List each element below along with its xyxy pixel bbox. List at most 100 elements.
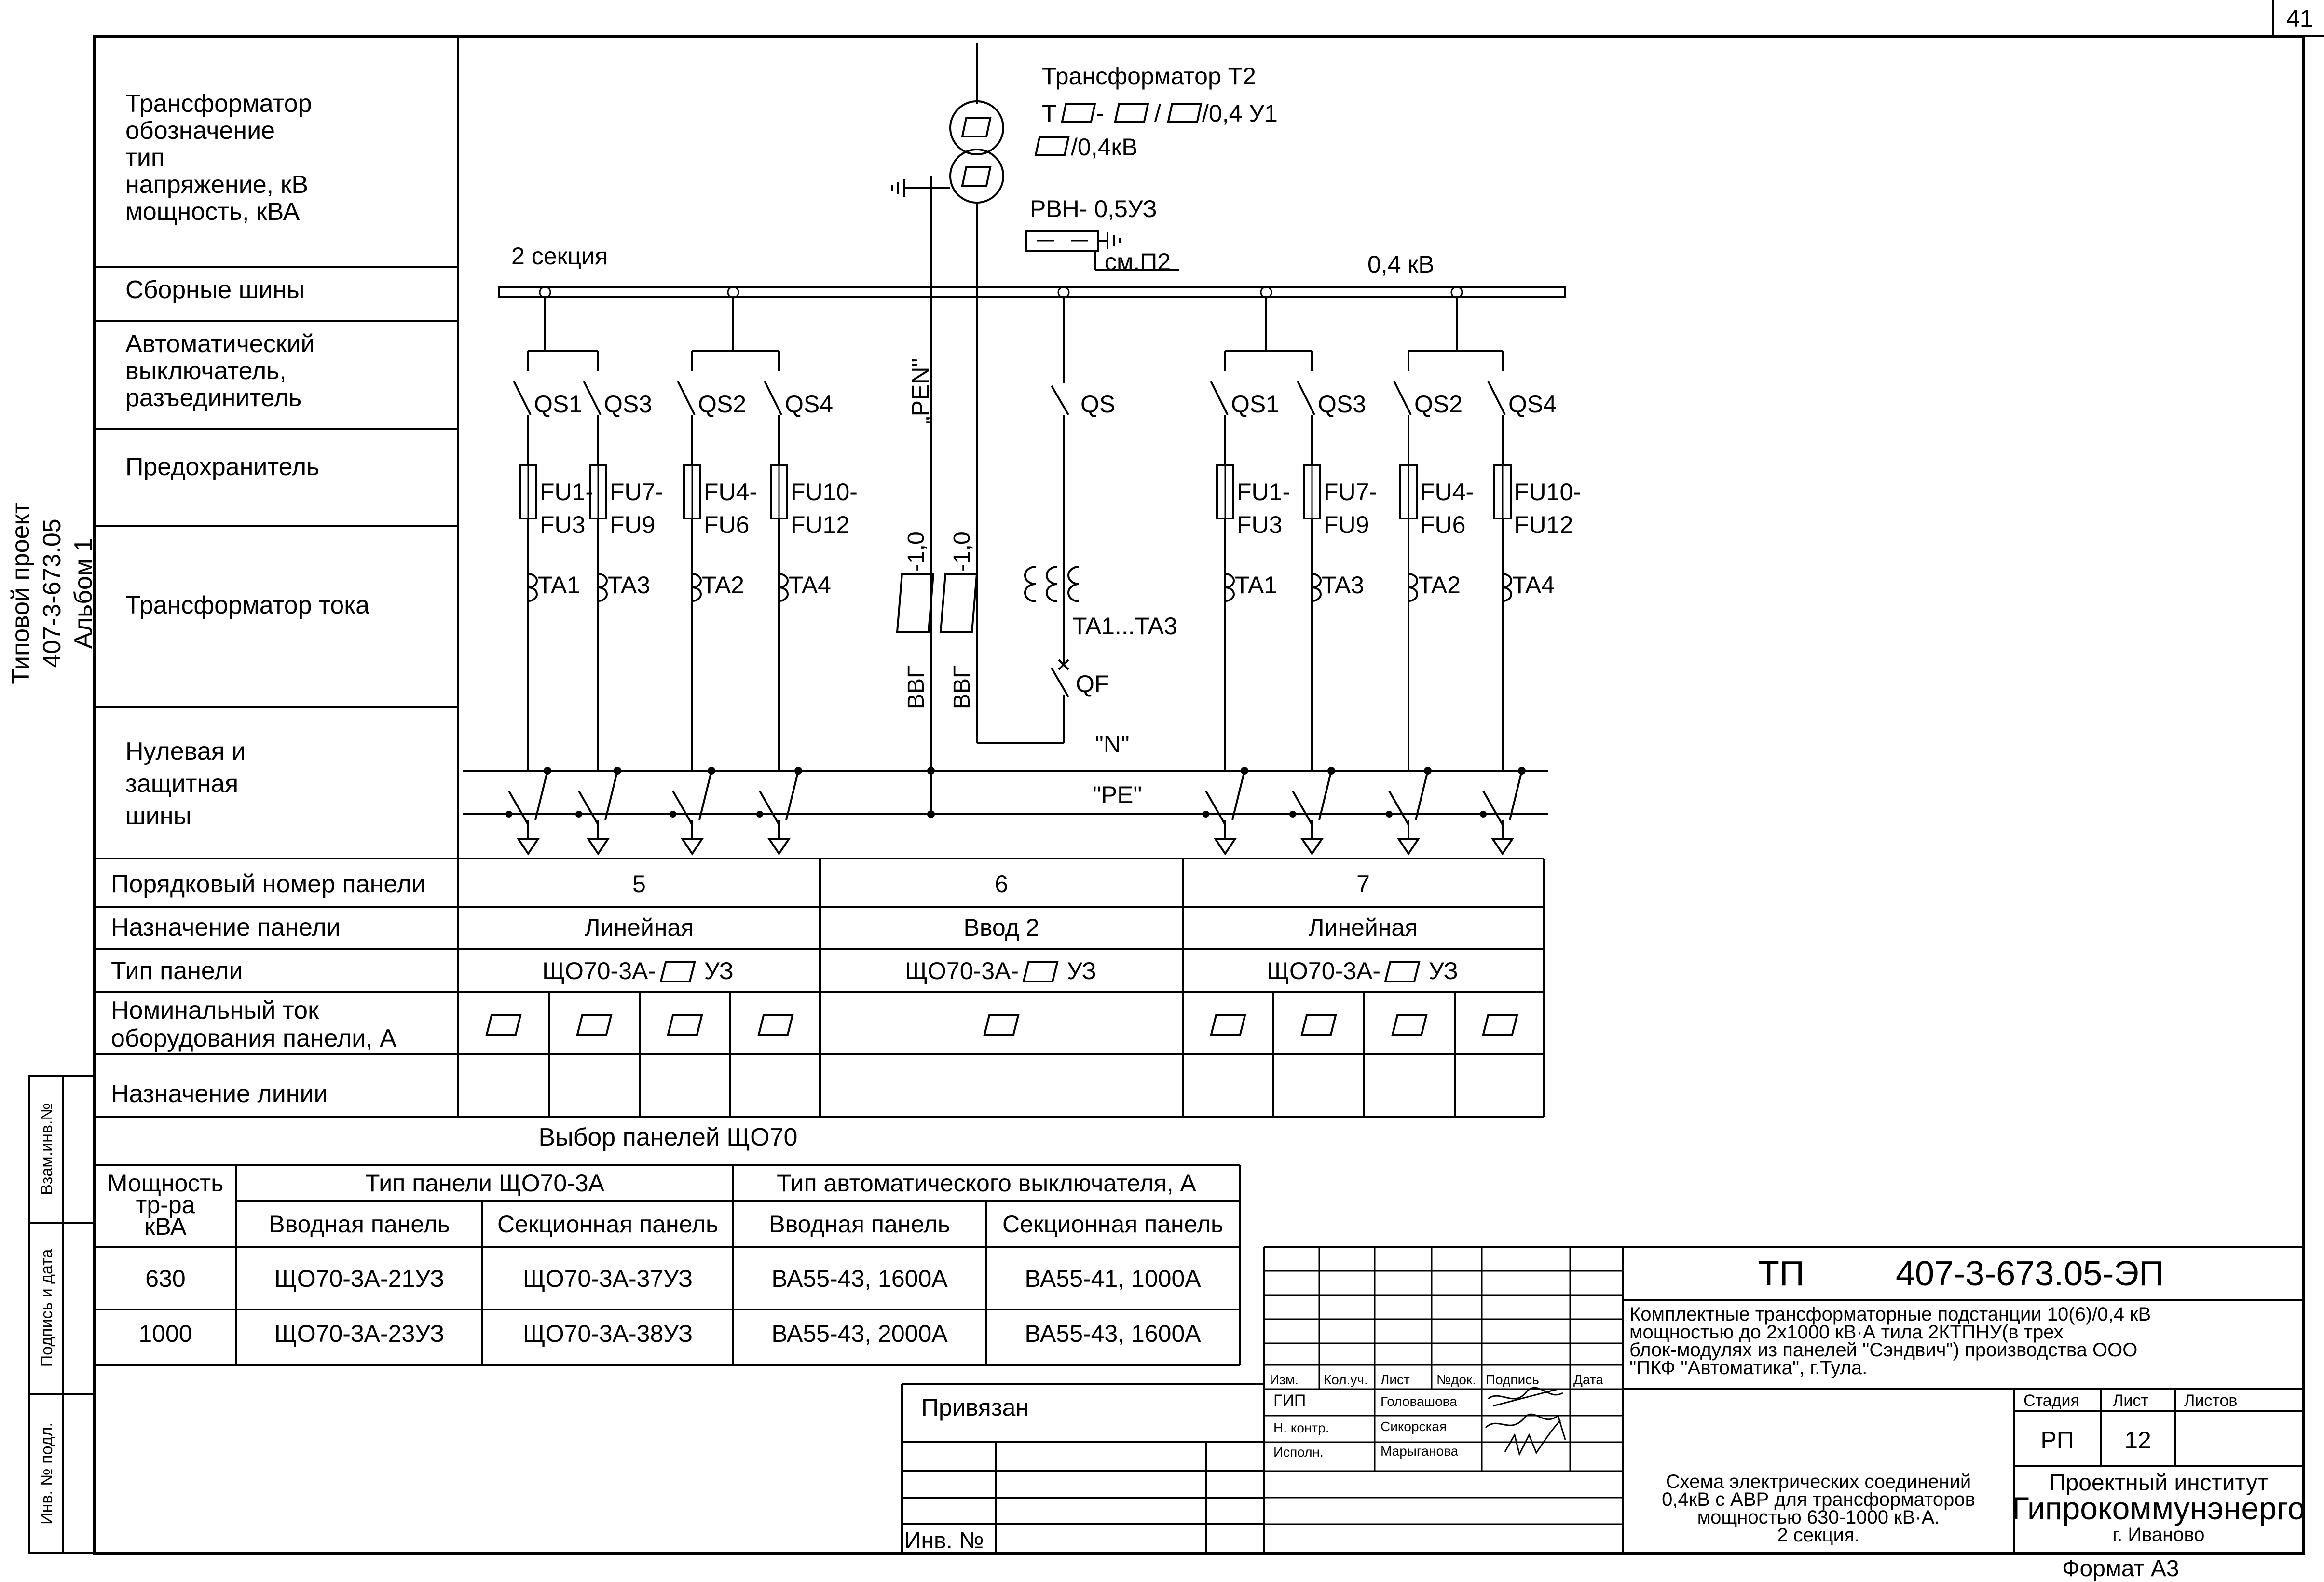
label-rated-current-2: оборудования панели, А [111,1024,396,1052]
fuse-label-a-1-0: FU1- [1237,478,1290,505]
fuse-label-a-0-1: FU7- [610,478,663,505]
org-line-1: Проектный институт [2049,1470,2268,1496]
label-neutral-2: защитная [125,770,238,798]
row-labels: Трансформатор обозначение тип напряжение… [125,90,369,830]
transformer-type-dash: - [1096,100,1104,127]
label-panel-no: Порядковый номер панели [111,870,425,898]
voltage-label: 0,4 кВ [1367,251,1435,278]
qs-label: QS [1080,391,1115,418]
transformer-title: Трансформатор Т2 [1042,63,1256,90]
n-label: "N" [1095,731,1130,758]
revision-head-4: Подпись [1486,1372,1539,1387]
feeder-groups: QS1FU1-FU3TA1QS3FU7-FU9TA3QS2FU4-FU6TA2Q… [506,286,1581,856]
selection-cell-0-0: 630 [145,1265,185,1292]
name-golovashova: Головашова [1381,1394,1457,1409]
label-transformer-1: Трансформатор [125,90,312,118]
selection-title: Выбор панелей ЩО70 [539,1123,798,1151]
ct-label-1-1: TA3 [1322,572,1364,599]
head-panel-type: Тип панели ЩО70-3А [365,1170,605,1197]
fuse-label-a-0-3: FU10- [791,478,858,505]
panel-6-type-suffix: УЗ [1067,957,1096,984]
drawing-title-1: Схема электрических соединений [1666,1471,1971,1492]
main-frame [93,35,2305,1555]
side-stamp: Взам.инв.№ Подпись и дата Инв. № подл. [28,1075,95,1554]
role-gip: ГИП [1273,1391,1306,1410]
panel-7-type-suffix: УЗ [1429,957,1458,984]
revision-head-3: №док. [1436,1372,1476,1387]
side-title: Типовой проект 407-3-673.05 Альбом 1 [7,502,97,684]
panel-table: Порядковый номер панели Назначение панел… [94,858,1545,1118]
panel-5-type-box [659,961,696,982]
panel-6-number: 6 [995,871,1008,898]
selection-cell-1-4: ВА55-43, 1600А [1025,1320,1201,1347]
panel-7-type-box [1384,961,1421,982]
side-stamp-replace: Взам.инв.№ [38,1103,56,1195]
panel-7-type-prefix: ЩО70-3А- [1267,957,1381,984]
drawing-title-3: мощностью 630-1000 кВ·А. [1697,1507,1940,1528]
label-breaker-2: выключатель, [125,357,287,385]
switch-label-1-3: QS4 [1508,391,1557,418]
sub-head-2: Секционная панель [497,1211,718,1238]
selection-table: Выбор панелей ЩО70 Мощность тр-ра кВА Ти… [94,1123,1241,1366]
drawing-title-2: 0,4кВ с АВР для трансформаторов [1662,1489,1975,1510]
fuse-label-a-1-3: FU10- [1514,478,1581,505]
revision-head-5: Дата [1573,1372,1603,1387]
rated-current-boxes [485,1014,1518,1036]
stage-head: Стадия [2023,1391,2079,1410]
fuse-label-b-1-2: FU6 [1420,511,1465,538]
sub-head-3: Вводная панель [769,1211,950,1238]
sheets-head: Листов [2184,1391,2237,1410]
transformer-type-t: Т [1042,100,1057,127]
label-busbars: Сборные шины [125,276,305,304]
selection-cell-0-2: ЩО70-3А-37УЗ [523,1265,693,1292]
panel-7-purpose: Линейная [1309,914,1418,941]
selection-cell-0-1: ЩО70-3А-21УЗ [274,1265,444,1292]
label-breaker-3: разъединитель [125,384,301,412]
project-title-1: Комплектные трансформаторные подстанции … [1629,1304,2151,1325]
side-stamp-signature: Подпись и дата [38,1249,56,1367]
transformer-type-slash: / [1154,100,1161,127]
label-fuse: Предохранитель [125,453,319,481]
fuse-label-b-0-1: FU9 [610,511,655,538]
panel-7-number: 7 [1356,871,1370,898]
ct-label-1-3: TA4 [1512,572,1555,599]
name-sikorskaya: Сикорская [1381,1419,1447,1434]
revision-head-2: Лист [1381,1372,1410,1387]
label-line-purpose: Назначение линии [111,1080,328,1108]
pen-label: „PEN" [907,358,934,424]
selection-cell-1-2: ЩО70-3А-38УЗ [523,1320,693,1347]
stage-value: РП [2040,1427,2074,1454]
switch-label-0-0: QS1 [534,391,582,418]
see-note: см.П2 [1105,248,1171,275]
sheet-head: Лист [2113,1391,2148,1410]
doc-code: 407-3-673.05-ЭП [1896,1255,2164,1293]
transformer-primary-winding [949,100,1004,155]
project-title-3: блок-модулях из панелей "Сэндвич") произ… [1629,1339,2137,1361]
fuse-label-b-1-3: FU12 [1514,511,1573,538]
ct-label-0-2: TA2 [702,572,744,599]
label-breaker-1: Автоматический [125,330,315,358]
switch-label-0-2: QS2 [698,391,746,418]
switch-label-1-0: QS1 [1231,391,1279,418]
label-panel-type: Тип панели [111,957,243,985]
selection-cell-1-3: ВА55-43, 2000А [771,1320,948,1347]
revision-head-0: Изм. [1270,1372,1299,1387]
cable-label-1: ВВГ [903,666,929,709]
org-line-2: Гипрокоммунэнерго [2012,1490,2305,1526]
transformer-type-tail: /0,4 У1 [1202,100,1278,127]
label-neutral-3: шины [125,802,191,830]
panel-5-number: 5 [632,871,646,898]
transformer-voltage: /0,4кВ [1071,134,1138,161]
project-title-2: мощностью до 2х1000 кВ·А тила 2КТПНУ(в т… [1629,1322,2064,1343]
panel-5-type-suffix: УЗ [704,957,734,984]
head-power-1: Мощность [108,1170,224,1197]
selection-cell-0-4: ВА55-41, 1000А [1025,1265,1201,1292]
fuse-label-b-0-2: FU6 [704,511,749,538]
side-title-line1: Типовой проект [7,502,35,684]
